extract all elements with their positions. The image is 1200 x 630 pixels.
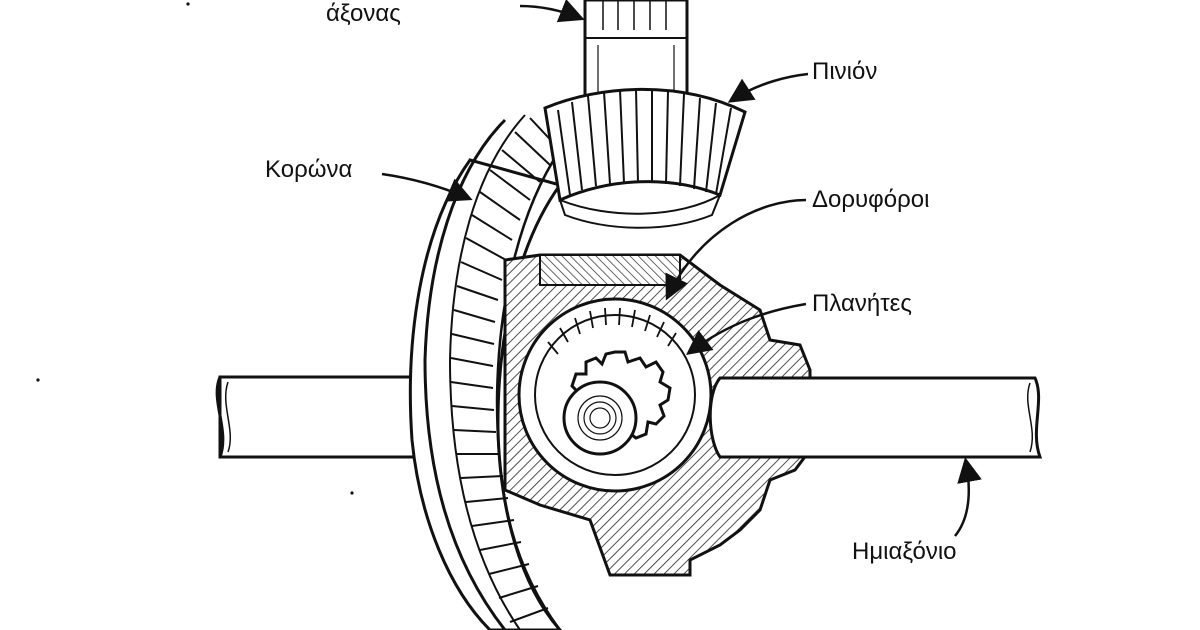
label-imiaxonio: Ημιαξόνιο xyxy=(852,538,957,565)
leader-pinion xyxy=(727,72,809,103)
leader-axonas xyxy=(519,0,585,23)
label-korona: Κορώνα xyxy=(265,156,353,183)
label-axonas: άξονας xyxy=(326,0,401,27)
right-half-shaft xyxy=(708,376,1043,459)
stray-dot xyxy=(36,378,40,382)
stray-dot xyxy=(186,2,190,6)
leader-doryforoi xyxy=(665,198,807,301)
label-doryforoi: Δορυφόροι xyxy=(812,186,930,213)
pinion-gear xyxy=(543,87,747,229)
label-planites: Πλανήτες xyxy=(812,290,912,317)
label-pinion: Πινιόν xyxy=(812,58,878,85)
leader-lines xyxy=(381,0,982,537)
leader-korona xyxy=(381,172,473,202)
stray-dot xyxy=(350,491,354,495)
left-half-shaft xyxy=(215,375,422,459)
side-gear xyxy=(562,350,672,456)
leader-planites xyxy=(685,302,807,355)
leader-imiaxonio xyxy=(954,457,982,537)
